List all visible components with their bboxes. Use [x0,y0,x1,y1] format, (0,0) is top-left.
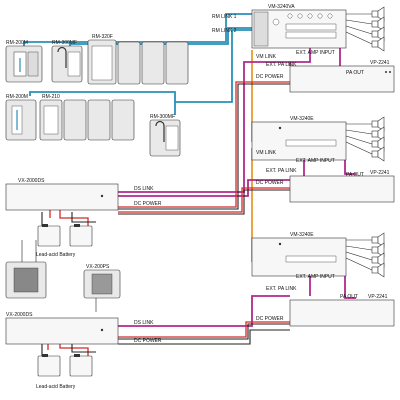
rm-300mf-console-top [51,45,83,83]
ds-link-cable-1 [118,61,291,193]
vp-2241-amplifier-3 [289,299,395,327]
label-ds-link-2: DS LINK [134,320,154,326]
dc-power-cable-1b [118,83,290,210]
ps-link-wires [21,240,37,262]
label-vp-2241-1: VP-2241 [370,60,390,66]
label-ds-link-1: DS LINK [134,186,154,192]
ds-link-cable-2 [118,295,290,327]
label-vm-3240va: VM-3240VA [268,4,295,10]
rm-320f-expansion [87,39,189,85]
dc-power-cable-3b [118,323,290,340]
speakers-group-1 [371,6,385,52]
label-vm-3240e-2: VM-3240E [290,232,314,238]
speakers-group-3 [371,232,385,278]
label-vx-2000ds-2: VX-2000DS [6,312,33,318]
speaker-wires-3 [345,239,373,271]
label-dc-power-5: DC POWER [134,338,162,344]
label-ext-pa-link-3: EXT. PA LINK [266,286,297,292]
label-dc-power-1: DC POWER [256,74,284,80]
vp-2241-amplifier-1 [289,65,395,93]
battery-cable-2b [41,342,96,356]
label-battery-2: Lead-acid Battery [36,384,76,390]
label-ext-amp-input-1: EXT. AMP INPUT [296,50,335,56]
vm-3240va-unit [251,9,347,49]
label-ext-pa-link-2: EXT. PA LINK [266,168,297,174]
label-rm-210: RM-210 [42,94,60,100]
dc-power-cable-3 [118,321,290,338]
lead-acid-battery-2 [37,354,93,377]
rm-200m-console-bottom [5,99,37,141]
label-dc-power-2: DC POWER [256,180,284,186]
dc-power-cable-2 [118,187,290,213]
vx-2000ds-unit-1 [5,183,119,211]
dc-power-cable-2b [118,189,290,215]
vm-3240e-unit-1 [251,121,347,161]
label-rm-link-1: RM LINK 1 [212,14,237,20]
label-dc-power-3: DC POWER [134,201,162,207]
rm-200m-console-top [5,45,43,83]
speaker-wires-2 [345,123,373,155]
vx-200ps-unit [83,269,121,299]
vm-3240e-unit-2 [251,237,347,277]
lead-acid-battery-1 [37,224,93,247]
label-rm-300mf-top: RM-300MF [52,40,77,46]
speakers-group-2 [371,116,385,162]
label-dc-power-4: DC POWER [256,316,284,322]
rm-link-2-cable [174,29,252,115]
vx-2000ds-unit-2 [5,317,119,345]
label-vx-200ps: VX-200PS [86,264,110,270]
label-pa-out-3: PA OUT [340,294,358,300]
label-ext-amp-input-3: EXT. AMP INPUT [296,274,335,280]
rm-link-chain-cable [29,91,176,102]
label-rm-link-2: RM LINK 2 [212,28,237,34]
battery-cable-1b [41,212,96,226]
label-vp-2241-2: VP-2241 [370,170,390,176]
pa-out-cable-2 [344,160,356,175]
battery-cable-1a [49,210,89,226]
label-rm-200m-bottom: RM-200M [6,94,28,100]
dc-power-cable-1 [118,81,290,208]
label-ext-amp-input-2: EXT. AMP INPUT [296,158,335,164]
label-battery-1: Lead-acid Battery [36,252,76,258]
dc-power-cable-4 [118,329,290,345]
label-vm-link-2: VM LINK [256,150,277,156]
ext-pa-link-cable-1 [290,48,311,63]
speaker-wires-1 [345,13,373,45]
label-rm-320f: RM-320F [92,34,113,40]
label-pa-out-1: PA OUT [346,70,364,76]
rm-210-expansion [39,99,135,141]
label-vx-2000ds-1: VX-2000DS [18,178,45,184]
label-pa-out-2: PA OUT [346,172,364,178]
label-vm-3240e-1: VM-3240E [290,116,314,122]
pa-out-cable-3 [344,276,356,299]
label-rm-200m-top: RM-200M [6,40,28,46]
ps-link-module [5,261,47,299]
label-vp-2241-3: VP-2241 [368,294,388,300]
label-ext-pa-link-1: EXT. PA LINK [266,62,297,68]
label-vm-link-1: VM LINK [256,54,277,60]
rm-300mf-console-bottom [149,119,181,157]
label-rm-300mf-bottom: RM-300MF [150,114,175,120]
vp-2241-amplifier-2 [289,175,395,203]
